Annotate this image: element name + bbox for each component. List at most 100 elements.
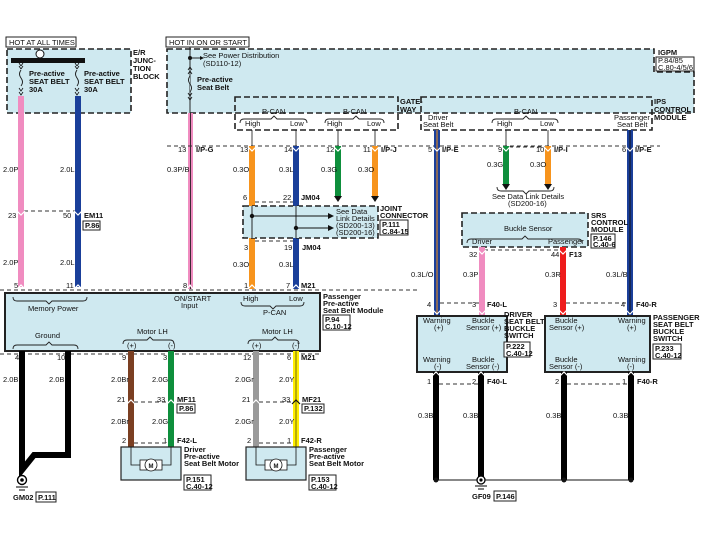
mf21-ref-box[interactable] <box>301 403 325 414</box>
pin-3-f40l: 3 <box>472 300 476 309</box>
gm02-ref-box[interactable] <box>35 491 57 503</box>
gauge-0.3g: 0.3G <box>321 165 337 174</box>
wire-2.0gr[interactable] <box>253 351 259 447</box>
wire-0.3r[interactable] <box>560 247 566 316</box>
wire-2.0g[interactable] <box>168 351 174 447</box>
gauge-2.0b-2: 2.0B <box>49 375 64 384</box>
pin-9: 9 <box>122 353 126 362</box>
gf09-ref-box[interactable] <box>493 490 517 502</box>
motor-symbol-2: M <box>274 464 279 470</box>
wire-ips-bcan-low[interactable] <box>545 146 551 184</box>
pin-12: 12 <box>326 145 334 154</box>
onstart-label-1: ON/START <box>174 294 212 303</box>
fuse1-label-1: Pre-active <box>29 69 65 78</box>
mf11-ref-box[interactable] <box>176 403 196 414</box>
jc-note-3: (SD200-13) <box>336 221 375 230</box>
gauge-2.0y-lower: 2.0Y <box>279 417 294 426</box>
ips-bcan-low: Low <box>540 119 554 128</box>
driver-motor-title-3: Seat Belt Motor <box>184 459 239 468</box>
pin-6-jm04: 6 <box>243 193 247 202</box>
gf09-label: GF09 <box>472 492 491 501</box>
dsw-ref-box[interactable] <box>503 341 531 358</box>
mf21-connector: MF21 <box>302 395 321 404</box>
driver-motor-ref-1: P.151 <box>186 475 205 484</box>
ground-gf09-icon <box>475 475 487 490</box>
arrow-down-icon <box>544 184 552 190</box>
jc-ref-box[interactable] <box>379 219 409 236</box>
wire-0.3b-3[interactable] <box>561 372 567 480</box>
pass-motor-title-1: Passenger <box>309 445 347 454</box>
dsw-buckle-minus-1: Buckle <box>472 355 495 364</box>
driver-motor-ref-box[interactable] <box>183 474 212 491</box>
motor-symbol-1: M <box>149 464 154 470</box>
pin-3-jm04: 3 <box>244 243 248 252</box>
pin-10-ground: 10 <box>57 353 65 362</box>
busbar <box>11 58 85 63</box>
wire-0.3b-1[interactable] <box>433 372 439 480</box>
joint-connector <box>242 205 379 239</box>
gauge-0.3o-upper: 0.3O <box>233 165 249 174</box>
pin-50: 50 <box>63 211 71 220</box>
gauge-blue-lower: 2.0L <box>60 258 75 267</box>
psw-warn-plus-1: Warning <box>618 316 646 325</box>
gauge-0.3r: 0.3R <box>545 270 561 279</box>
f42l-connector: F42-L <box>177 436 197 445</box>
gateway-title-1: GATE- <box>400 97 423 106</box>
gm02-label: GM02 <box>13 493 33 502</box>
dsw-title-1: DRIVER <box>504 310 533 319</box>
em11-ref-box[interactable] <box>82 220 101 231</box>
igpm-fuse-label-2: Seat Belt <box>197 83 230 92</box>
wire-2.0l[interactable] <box>75 96 81 287</box>
srs-passenger-label: Passenger <box>548 237 584 246</box>
gateway-bcan-label: B-CAN <box>343 107 366 116</box>
psm-pcan-high: High <box>243 294 258 303</box>
igpm-ref-box[interactable] <box>655 56 695 72</box>
ips-bcan-high: High <box>497 119 512 128</box>
srs-ref-box[interactable] <box>590 233 616 249</box>
mf21-ref: P.132 <box>304 404 323 413</box>
ips-title-3: MODULE <box>654 113 687 122</box>
psw-ref-box[interactable] <box>652 343 682 360</box>
pin-2-psw: 2 <box>555 377 559 386</box>
fuse2-label-2: SEAT BELT <box>84 77 125 86</box>
gateway-bcan-high: High <box>327 119 342 128</box>
jc-note-4: (SD200-16) <box>336 228 375 237</box>
fuse-icon-2 <box>74 62 80 96</box>
wire-2.0b-ground[interactable] <box>19 351 71 479</box>
pin-33-mf11: 33 <box>157 395 165 404</box>
passenger-seat-belt-module <box>4 292 321 352</box>
gm02-ref: P.111 <box>38 493 56 502</box>
pin-33-mf21: 33 <box>282 395 290 404</box>
motor-icon <box>269 458 283 472</box>
wire-bcan-low-0.3o[interactable] <box>372 146 378 196</box>
wire-2.0br-1[interactable] <box>128 351 134 447</box>
gauge-2.0gr-lower: 2.0Gr <box>235 417 254 426</box>
driver-motor-ref-2: C.40-12 <box>186 482 213 491</box>
motor-lh-2-label: Motor LH <box>262 327 293 336</box>
wire-0.3b-4[interactable] <box>628 372 634 480</box>
dsw-buckle-plus-2: Sensor (+) <box>466 323 502 332</box>
arrow-down-icon <box>502 184 510 190</box>
gateway-title-2: WAY <box>400 105 416 114</box>
gauge-0.3l-lower: 0.3L <box>279 260 294 269</box>
pin-11: 11 <box>66 281 74 290</box>
jc-ref-2: C.84-15 <box>382 227 409 236</box>
wire-ips-bcan-high[interactable] <box>503 146 509 184</box>
wire-2.0p[interactable] <box>18 96 24 287</box>
wire-0.3p-buckle[interactable] <box>479 247 485 316</box>
jc-note-2: Link Details <box>336 214 375 223</box>
wire-0.3b-2[interactable] <box>478 372 484 480</box>
wire-bcan-high-0.3g[interactable] <box>335 146 341 196</box>
pass-motor-ref-box[interactable] <box>308 474 337 491</box>
psm-ref-box[interactable] <box>322 314 351 331</box>
fuse2-label-1: Pre-active <box>84 69 120 78</box>
power-note-1: See Power Distribution <box>203 51 279 60</box>
pin-1-f42r: 1 <box>287 436 291 445</box>
gauge-0.3b-1: 0.3B <box>418 411 433 420</box>
psw-buckle-plus-2: Sensor (+) <box>549 323 585 332</box>
gauge-0.3b-4: 0.3B <box>613 411 628 420</box>
splice-dot <box>433 477 439 483</box>
gauge-2.0br-lower: 2.0Br <box>111 417 129 426</box>
fuse1-label-3: 30A <box>29 85 43 94</box>
srs-ref-1: P.146 <box>593 234 612 243</box>
